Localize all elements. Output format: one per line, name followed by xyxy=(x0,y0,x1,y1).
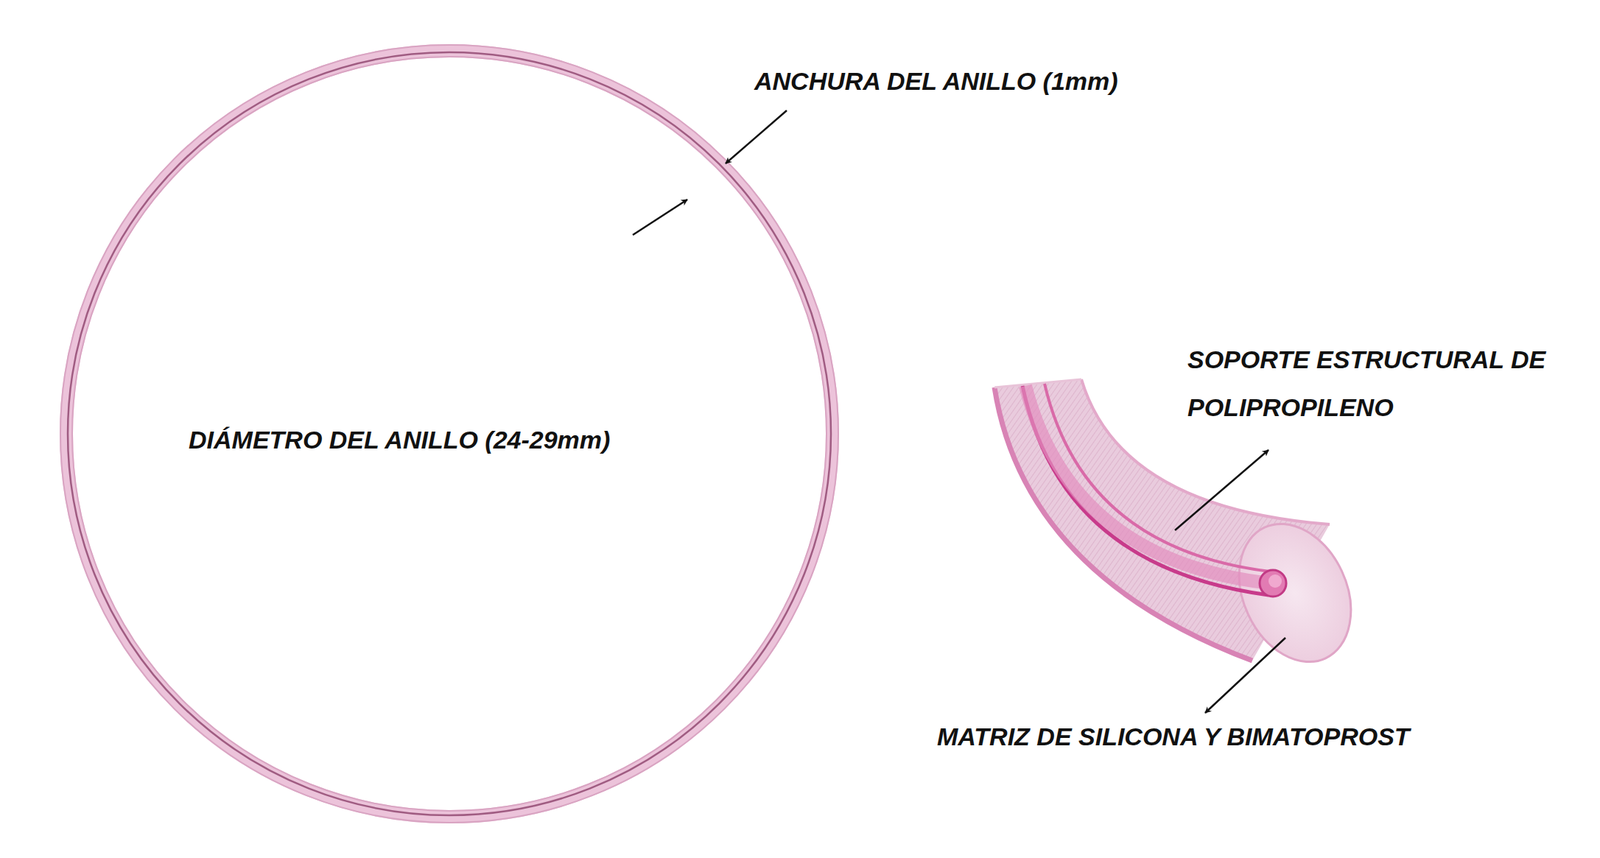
ring-cross-section xyxy=(994,379,1373,680)
leader-arrow xyxy=(1174,450,1269,531)
leader-arrow xyxy=(632,199,688,235)
dimension-label: DIÁMETRO DEL ANILLO (24-29mm) xyxy=(188,416,749,465)
leader-arrow xyxy=(1205,637,1286,714)
leader-arrow xyxy=(725,110,787,164)
dimension-label: ANCHURA DEL ANILLO (1mm) xyxy=(754,57,1212,106)
part-label: SOPORTE ESTRUCTURAL DE POLIPROPILENO xyxy=(1187,335,1589,431)
part-label: MATRIZ DE SILICONA Y BIMATOPROST xyxy=(937,713,1571,761)
ring xyxy=(60,44,839,823)
